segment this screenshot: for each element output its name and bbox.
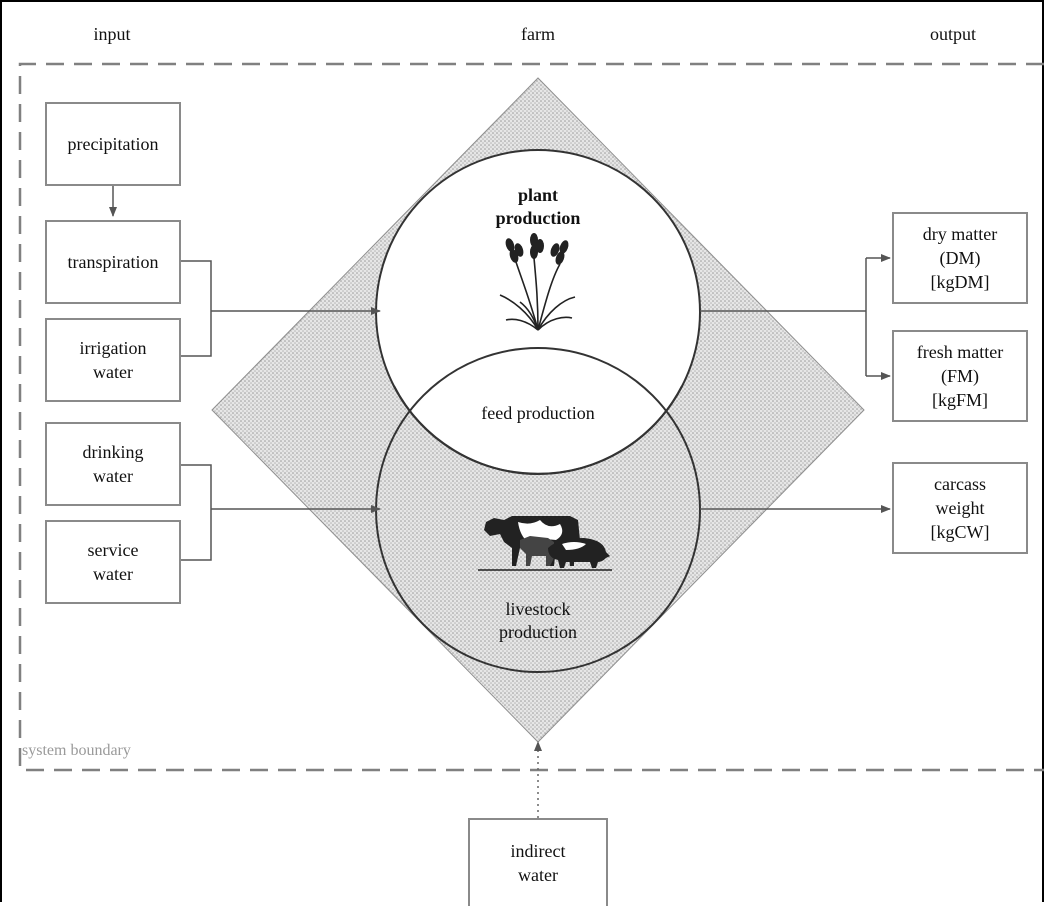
livestock-production-label: livestock production: [499, 599, 577, 643]
bracket-livestock-inputs: [180, 464, 380, 561]
service-water-box: service water: [45, 520, 181, 604]
precipitation-box: precipitation: [45, 102, 181, 186]
livestock-icon: [478, 516, 612, 571]
header-farm: farm: [521, 24, 555, 44]
header-input: input: [93, 24, 131, 44]
system-boundary-label: system boundary: [22, 742, 131, 759]
transpiration-box: transpiration: [45, 220, 181, 304]
system-boundary-line: [18, 62, 1044, 772]
dry-matter-box: dry matter (DM) [kgDM]: [892, 212, 1028, 304]
fresh-matter-box: fresh matter (FM) [kgFM]: [892, 330, 1028, 422]
wheat-icon: [499, 233, 576, 331]
plant-production-circle-lower-arc: [393, 385, 683, 475]
header-output: output: [929, 24, 977, 44]
drinking-water-box: drinking water: [45, 422, 181, 506]
indirect-water-box: indirect water: [468, 818, 608, 906]
plant-production-label: plant production: [495, 185, 581, 229]
bracket-plant-inputs: [180, 260, 380, 357]
feed-production-label: feed production: [481, 403, 595, 423]
carcass-weight-box: carcass weight [kgCW]: [892, 462, 1028, 554]
irrigation-water-box: irrigation water: [45, 318, 181, 402]
